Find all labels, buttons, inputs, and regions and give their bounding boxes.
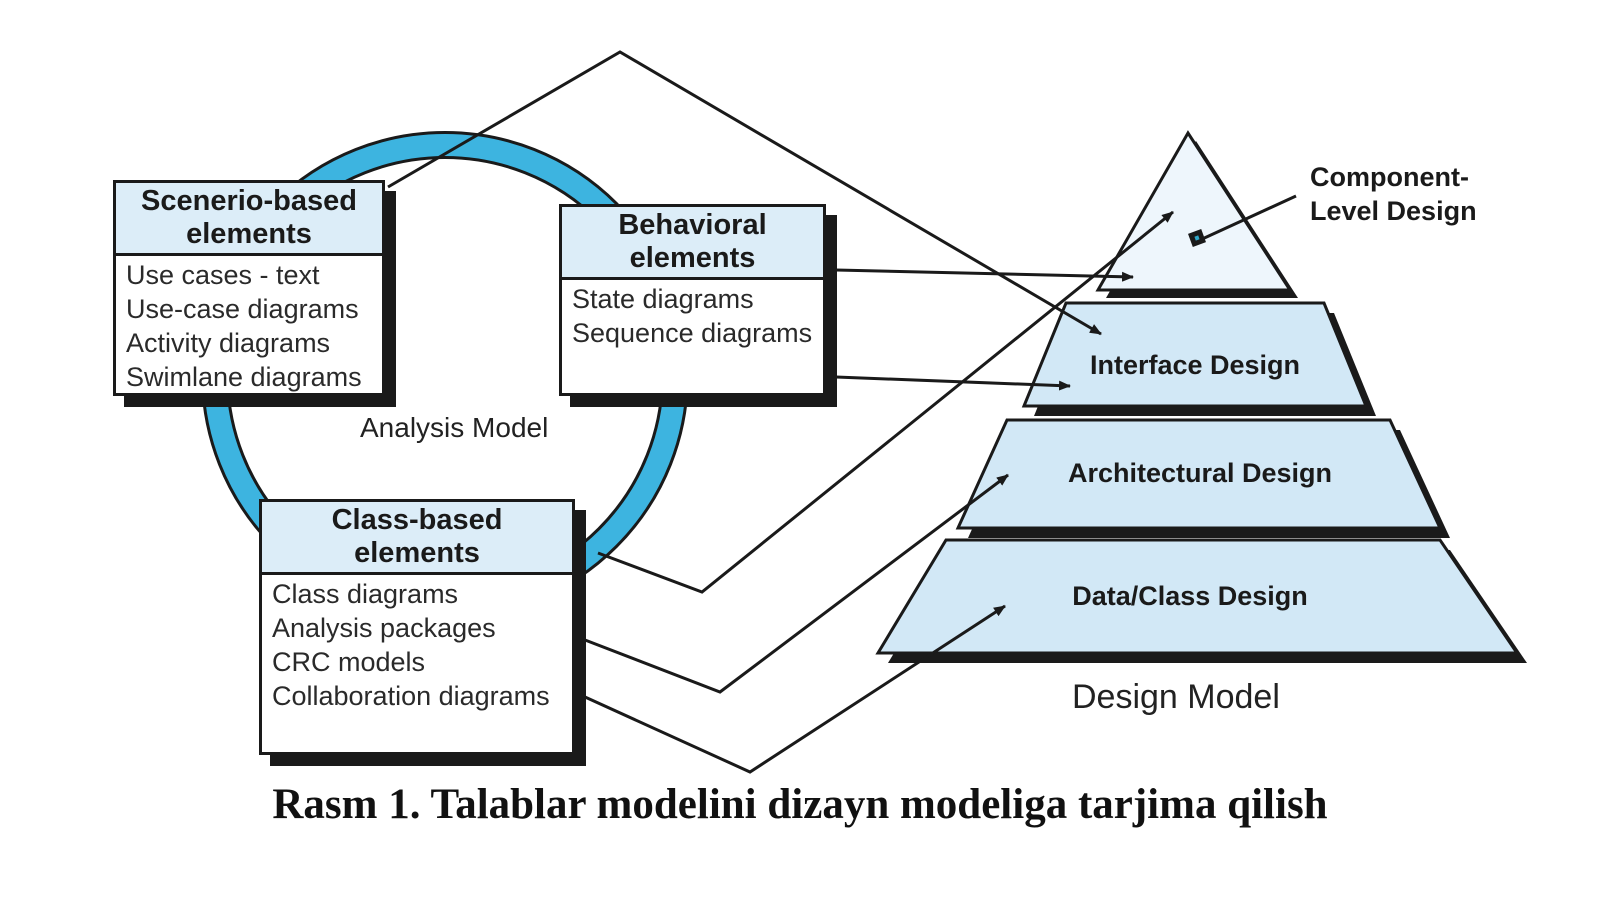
pyramid — [875, 130, 1527, 663]
class-to-architectural-line — [584, 473, 1009, 694]
list-item: Use-case diagrams — [126, 294, 359, 324]
scenario-to-interface-line — [387, 50, 1102, 336]
component-callout-line — [1199, 194, 1297, 242]
class-to-component-line — [597, 210, 1174, 594]
scenario-elements-list: Use cases - text Use-case diagrams Activ… — [116, 256, 382, 394]
behavioral-elements-box: Behavioral elements State diagrams Seque… — [559, 204, 826, 396]
class-based-elements-box: Class-based elements Class diagrams Anal… — [259, 499, 575, 755]
list-item: Class diagrams — [272, 579, 459, 609]
behavioral-elements-list: State diagrams Sequence diagrams — [562, 280, 823, 350]
class-to-data-class-line — [584, 604, 1006, 774]
component-level-design-label: Component- Level Design — [1310, 162, 1477, 226]
list-item: CRC models — [272, 647, 426, 677]
class-based-elements-title: Class-based elements — [262, 502, 572, 575]
list-item: Collaboration diagrams — [272, 681, 550, 711]
analysis-model-label: Analysis Model — [360, 412, 549, 443]
behavioral-to-component-line — [835, 268, 1134, 282]
list-item: Swimlane diagrams — [126, 362, 362, 392]
scenario-elements-box: Scenerio-based elements Use cases - text… — [113, 180, 385, 396]
architectural-design-label: Architectural Design — [1067, 458, 1333, 488]
connectors — [387, 50, 1297, 774]
list-item: State diagrams — [572, 284, 754, 314]
list-item: Analysis packages — [272, 613, 496, 643]
list-item: Sequence diagrams — [572, 318, 813, 348]
class-based-elements-list: Class diagrams Analysis packages CRC mod… — [262, 575, 572, 713]
list-item: Use cases - text — [126, 260, 320, 290]
interface-design-label: Interface Design — [1089, 350, 1301, 380]
behavioral-to-interface-line — [835, 375, 1071, 391]
design-model-label: Design Model — [1072, 678, 1280, 716]
figure-caption: Rasm 1. Talablar modelini dizayn modelig… — [272, 781, 1328, 828]
data-class-design-label: Data/Class Design — [1072, 581, 1308, 611]
scenario-elements-title: Scenerio-based elements — [116, 183, 382, 256]
list-item: Activity diagrams — [126, 328, 331, 358]
behavioral-elements-title: Behavioral elements — [562, 207, 823, 280]
